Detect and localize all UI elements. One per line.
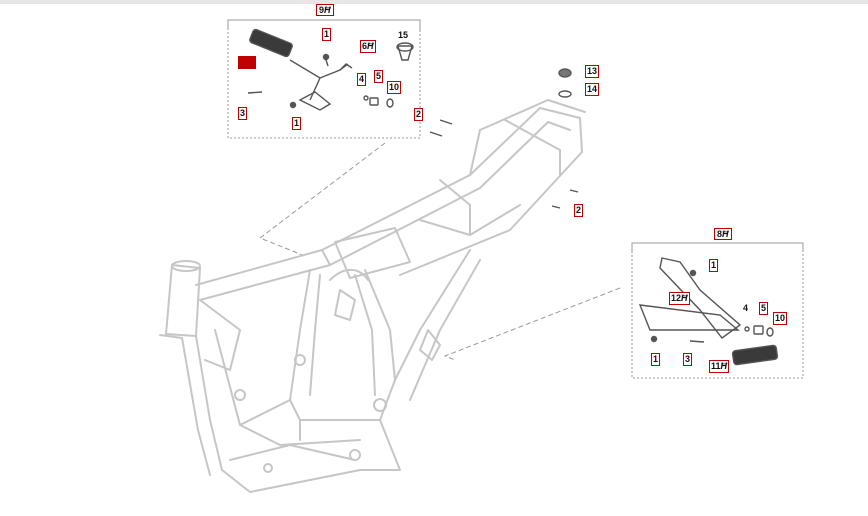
callout-10[interactable]: 10 (773, 312, 788, 325)
callout-13[interactable]: 13 (585, 65, 600, 78)
callout-1[interactable]: 1 (322, 28, 332, 41)
parts-mark-icon: Ħ (722, 229, 729, 239)
right-group-frame (631, 242, 804, 379)
callout-1[interactable]: 1 (709, 259, 719, 272)
left-group-header[interactable]: 9Ħ (316, 4, 334, 16)
callout-7[interactable]: 7 (238, 56, 256, 69)
callout-1[interactable]: 1 (292, 117, 302, 130)
callout-2[interactable]: 2 (574, 204, 584, 217)
callout-3[interactable]: 3 (238, 107, 248, 120)
callout-10[interactable]: 10 (387, 81, 402, 94)
left-group-frame (227, 19, 421, 139)
callout-3[interactable]: 3 (683, 353, 693, 366)
callout-11[interactable]: 11Ħ (709, 360, 730, 373)
callout-5[interactable]: 5 (374, 70, 384, 83)
callout-5[interactable]: 5 (759, 302, 769, 315)
parts-mark-icon: Ħ (367, 41, 374, 51)
right-group-header[interactable]: 8Ħ (714, 228, 732, 240)
left-footrest-assembly (247, 28, 579, 209)
callout-1[interactable]: 1 (651, 353, 661, 366)
callout-12[interactable]: 12Ħ (669, 292, 690, 305)
callout-14[interactable]: 14 (585, 83, 600, 96)
top-border (0, 0, 868, 4)
parts-mark-icon: Ħ (324, 5, 331, 15)
callout-4[interactable]: 4 (743, 303, 749, 313)
motorcycle-frame (159, 99, 586, 493)
parts-mark-icon: Ħ (681, 293, 688, 303)
parts-mark-icon: Ħ (720, 361, 728, 371)
callout-6[interactable]: 6Ħ (360, 40, 376, 53)
callout-2[interactable]: 2 (414, 108, 424, 121)
leader-lines (258, 142, 621, 361)
callout-15[interactable]: 15 (398, 30, 409, 40)
right-footrest-assembly (638, 257, 779, 366)
callout-4[interactable]: 4 (357, 73, 367, 86)
